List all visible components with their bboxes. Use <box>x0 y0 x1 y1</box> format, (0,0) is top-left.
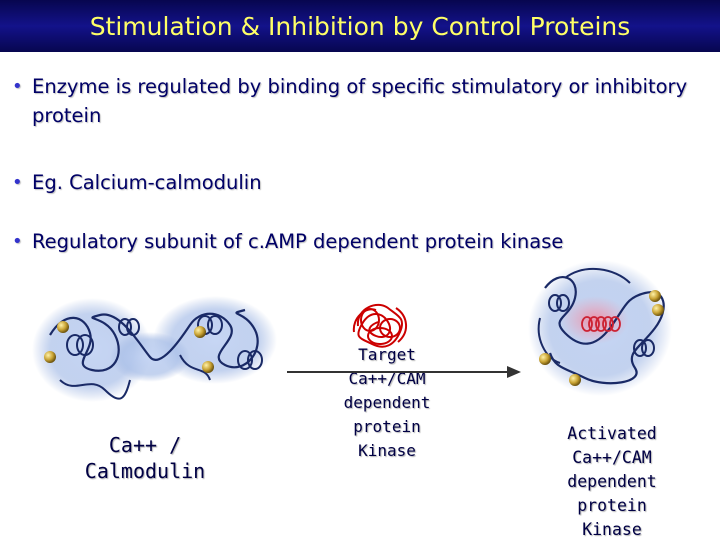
slide-title: Stimulation & Inhibition by Control Prot… <box>89 11 631 41</box>
bullet-marker: • <box>12 172 23 193</box>
activated-kinase-label: Activated Ca++/CAM dependent protein Kin… <box>545 422 679 542</box>
activated-label-line: Activated <box>567 424 657 443</box>
target-label-line: Ca++/CAM <box>348 369 426 388</box>
target-label-line: Target <box>358 345 416 364</box>
target-kinase-coil-image <box>352 303 407 348</box>
bullet-marker: • <box>12 231 23 252</box>
calmodulin-molecule-image <box>32 296 277 402</box>
calmodulin-label-line: Ca++ / <box>108 433 182 457</box>
target-label-line: dependent <box>343 393 431 412</box>
calmodulin-label-line: Calmodulin <box>84 459 206 483</box>
bullet-text: Enzyme is regulated by binding of specif… <box>32 75 688 127</box>
activated-label-line: Kinase <box>582 520 642 539</box>
activated-kinase-molecule-image <box>528 260 672 396</box>
title-bar: Stimulation & Inhibition by Control Prot… <box>0 0 720 52</box>
bullet-text: Regulatory subunit of c.AMP dependent pr… <box>32 230 564 253</box>
target-kinase-label: Target Ca++/CAM dependent protein Kinase <box>330 343 444 463</box>
activated-label-line: dependent <box>567 472 657 491</box>
reaction-arrow <box>287 366 521 378</box>
activated-label-line: protein <box>577 496 647 515</box>
bullet-item: • Regulatory subunit of c.AMP dependent … <box>12 227 702 256</box>
bullet-item: • Enzyme is regulated by binding of spec… <box>12 72 702 130</box>
activated-label-line: Ca++/CAM <box>572 448 652 467</box>
calmodulin-label: Ca++ / Calmodulin <box>60 432 230 484</box>
bullet-marker: • <box>12 76 23 97</box>
target-label-line: protein <box>353 417 421 436</box>
bullet-item: • Eg. Calcium-calmodulin <box>12 168 702 197</box>
bullet-text: Eg. Calcium-calmodulin <box>32 171 262 194</box>
target-label-line: Kinase <box>358 441 416 460</box>
